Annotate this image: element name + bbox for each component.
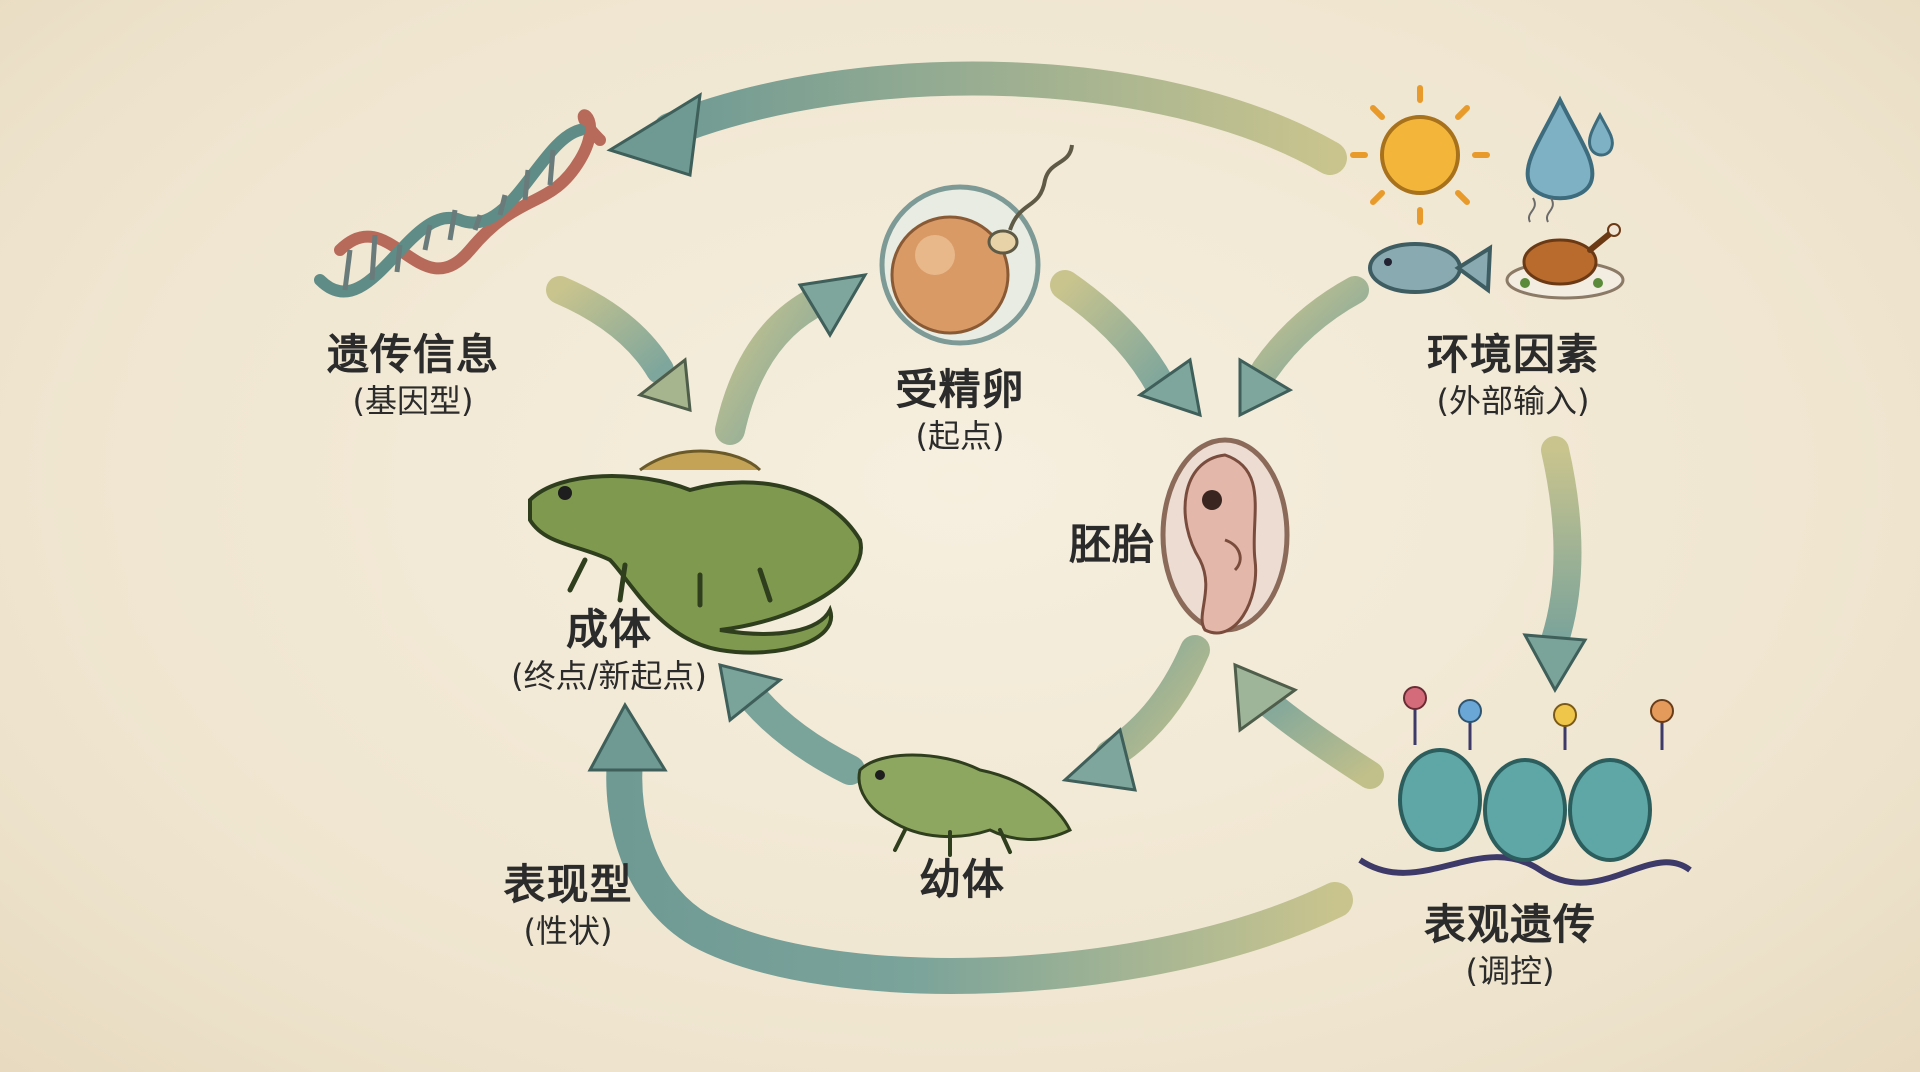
juvenile-salamander-icon bbox=[857, 753, 1073, 857]
arrow-embryo-to-juvenile bbox=[1061, 635, 1210, 792]
zygote-title: 受精卵 bbox=[895, 365, 1025, 414]
embryo-icon bbox=[1160, 437, 1290, 635]
juvenile-title: 幼体 bbox=[918, 855, 1006, 904]
arrow-environment-to-embryo bbox=[1238, 276, 1369, 418]
adult-subtitle: (终点/新起点) bbox=[511, 657, 707, 695]
genetic-title: 遗传信息 bbox=[326, 330, 500, 379]
zygote-subtitle: (起点) bbox=[915, 417, 1005, 455]
arrow-environment-to-dna bbox=[606, 61, 1347, 177]
dna-icon bbox=[314, 109, 606, 298]
genetic-subtitle: (基因型) bbox=[352, 382, 474, 420]
label-adult: 成体 (终点/新起点) bbox=[511, 605, 707, 697]
environment-title: 环境因素 bbox=[1426, 330, 1600, 379]
arrow-adult-to-zygote bbox=[715, 273, 868, 445]
environment-subtitle: (外部输入) bbox=[1436, 382, 1590, 420]
adult-salamander-icon bbox=[528, 449, 863, 655]
fish-icon bbox=[1368, 242, 1493, 294]
arrow-environment-to-epigenetics bbox=[1522, 436, 1588, 694]
label-phenotype: 表现型 (性状) bbox=[503, 860, 632, 952]
label-embryo: 胚胎 bbox=[1069, 520, 1155, 570]
label-epigenetics: 表观遗传 (调控) bbox=[1424, 900, 1596, 992]
adult-title: 成体 bbox=[565, 605, 653, 654]
arrow-zygote-to-embryo bbox=[1050, 270, 1202, 418]
roast-chicken-icon bbox=[1505, 197, 1625, 300]
epigenetics-title: 表观遗传 bbox=[1423, 900, 1597, 949]
label-juvenile: 幼体 bbox=[919, 855, 1005, 905]
nucleosome-icon bbox=[1358, 686, 1692, 886]
epigenetics-subtitle: (调控) bbox=[1465, 952, 1555, 990]
label-zygote: 受精卵 (起点) bbox=[895, 365, 1024, 457]
label-genetic: 遗传信息 (基因型) bbox=[327, 330, 499, 422]
water-drop-icon bbox=[1525, 95, 1614, 201]
fertilized-egg-icon bbox=[879, 144, 1074, 346]
embryo-title: 胚胎 bbox=[1068, 520, 1156, 569]
arrow-epigenetics-to-embryo bbox=[1233, 662, 1384, 789]
sun-icon bbox=[1350, 85, 1490, 225]
arrow-epigenetics-to-adult bbox=[587, 701, 1353, 994]
arrow-juvenile-to-adult bbox=[718, 662, 865, 785]
phenotype-subtitle: (性状) bbox=[523, 912, 613, 950]
arrow-dna-to-adult bbox=[546, 276, 692, 413]
phenotype-title: 表现型 bbox=[503, 860, 633, 909]
label-environment: 环境因素 (外部输入) bbox=[1427, 330, 1599, 422]
